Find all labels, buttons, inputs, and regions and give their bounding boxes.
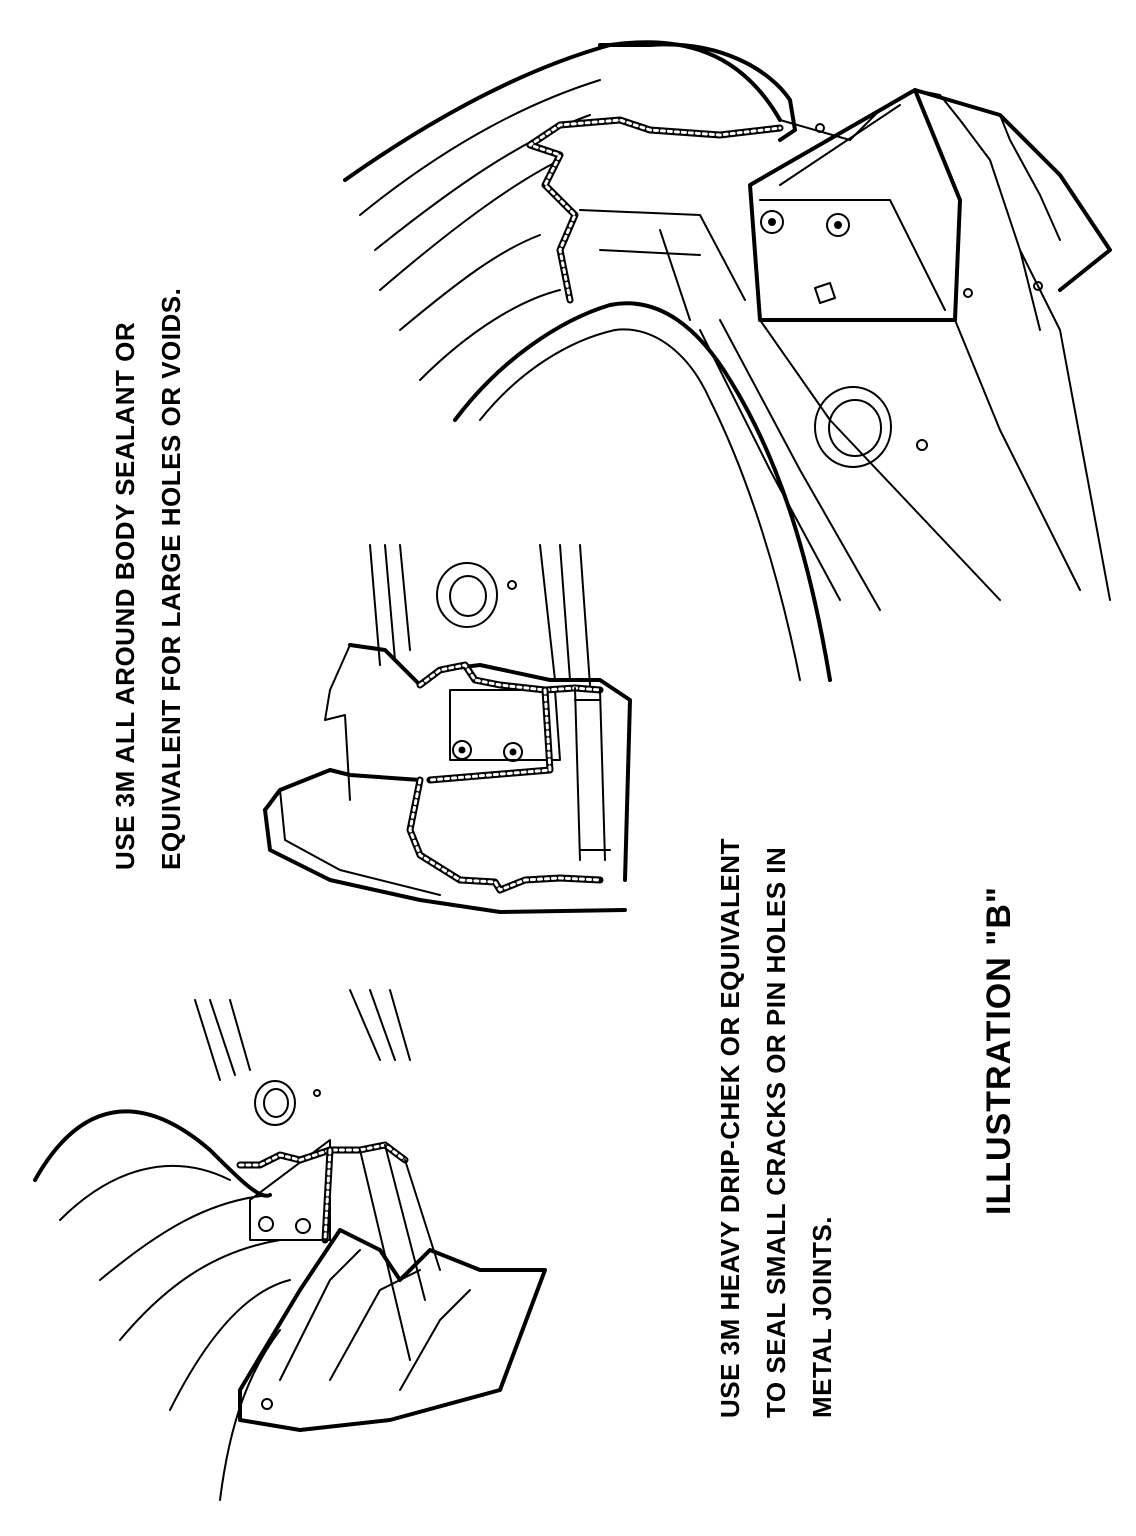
drip-chek-note-small-cracks: USE 3M HEAVY DRIP-CHEK OR EQUIVALENT TO … [707, 838, 845, 1418]
drip-chek-note-line-3: METAL JOINTS. [807, 1216, 837, 1418]
sealant-note-line-2: EQUIVALENT FOR LARGE HOLES OR VOIDS. [156, 287, 186, 870]
illustration-caption: ILLUSTRATION "B" [980, 886, 1019, 1215]
large-panel-drawing [343, 40, 1112, 682]
middle-panel-drawing [263, 544, 632, 914]
sealant-note-line-1: USE 3M ALL AROUND BODY SEALANT OR [110, 321, 140, 870]
lower-panel-drawing [33, 989, 547, 1501]
drip-chek-note-line-2: TO SEAL SMALL CRACKS OR PIN HOLES IN [761, 846, 791, 1418]
drip-chek-note-line-1: USE 3M HEAVY DRIP-CHEK OR EQUIVALENT [715, 838, 745, 1418]
sealant-note-large-holes: USE 3M ALL AROUND BODY SEALANT OR EQUIVA… [102, 288, 194, 870]
illustration-caption-text: ILLUSTRATION "B" [980, 885, 1018, 1215]
